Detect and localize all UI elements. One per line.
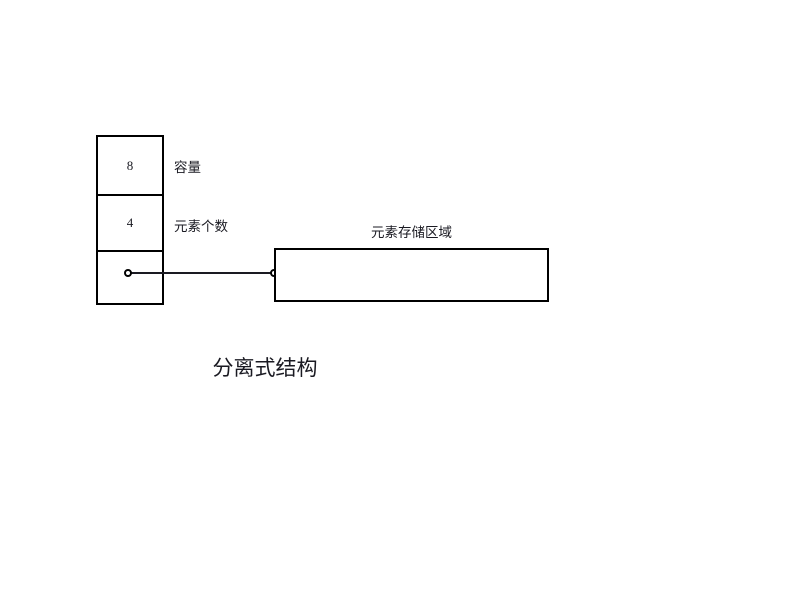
- header-cell-pointer: [98, 250, 162, 307]
- diagram-caption: 分离式结构: [212, 357, 318, 380]
- header-struct-box: 8 4: [96, 135, 164, 305]
- pointer-source-dot-icon: [124, 269, 132, 277]
- storage-area-label: 元素存储区域: [371, 225, 452, 240]
- capacity-value: 8: [126, 157, 134, 173]
- pointer-connector-line: [128, 272, 274, 274]
- storage-area-box: [274, 248, 549, 302]
- capacity-label: 容量: [174, 160, 201, 175]
- element-count-value: 4: [126, 215, 134, 231]
- element-count-label: 元素个数: [174, 219, 228, 234]
- header-cell-element-count: 4: [98, 193, 162, 251]
- header-cell-capacity: 8: [98, 137, 162, 194]
